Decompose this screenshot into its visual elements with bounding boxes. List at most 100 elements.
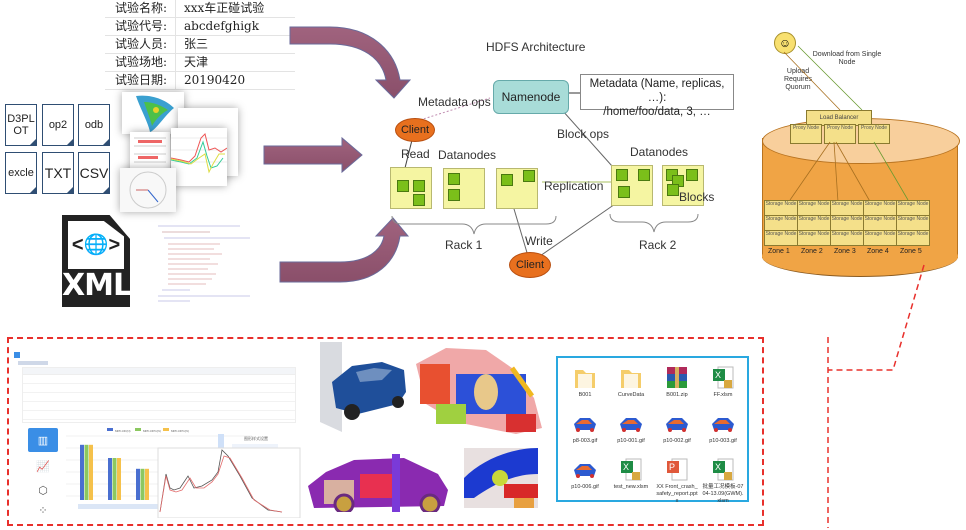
datanodes-left-label: Datanodes [438,148,497,162]
explorer-file-item[interactable]: p10-001.gif [610,410,652,445]
explorer-file-name: FF.xlsm [713,392,733,398]
crash-image-car-barrier [320,342,406,432]
file-format-icon: TXT [42,152,74,194]
gif-image-icon [572,410,598,436]
explorer-file-item[interactable]: p8-003.gif [564,410,606,445]
info-row: 试验场地:天津 [105,54,295,72]
info-value: xxx车正碰试验 [175,0,295,17]
file-format-icon: excle [5,152,37,194]
rack2-label: Rack 2 [639,238,677,252]
folder-icon [572,364,598,390]
bar [112,458,117,500]
scatter-chart-icon: ⁘ [38,504,48,517]
bar [140,468,145,500]
zone-label: Zone 2 [801,248,823,255]
explorer-file-name: p10-003.gif [709,438,737,444]
legend-label: MPF-DF(N) [115,429,131,433]
explorer-file-name: test_new.xlsm [613,484,649,490]
explorer-file-item[interactable]: B001 [564,364,606,399]
zone-label: Zone 1 [768,248,790,255]
sidebar-scatter-chart-button[interactable]: ⁘ [28,498,58,522]
datanode-5 [662,165,704,206]
curve-series-b [159,455,283,513]
storage-node: Storage Node [896,215,930,231]
contour-plot-thumbnail [122,92,184,134]
metadata-line1: Metadata (Name, replicas, …): [589,78,725,104]
explorer-file-name: p10-006.gif [571,484,599,490]
explorer-file-name: CurveData [617,392,645,398]
replication-label: Replication [544,179,604,193]
file-format-icon: odb [78,104,110,146]
legend-swatch [135,428,141,431]
proxy-node: Proxy Node [790,124,822,144]
explorer-file-name: p10-001.gif [617,438,645,444]
explorer-file-item[interactable]: B001.zip [656,364,698,399]
sidebar-line-chart-button[interactable]: 📈 [28,454,58,478]
namenode-box: Namenode [493,80,569,114]
svg-text:X: X [715,370,721,380]
bar [84,444,89,500]
explorer-file-item[interactable]: CurveData [610,364,652,399]
bar [117,458,121,500]
client-top: Client [395,118,435,142]
upload-label: Upload Requires Quorum [783,68,812,91]
datanode-2 [443,168,485,209]
zip-archive-icon [664,364,690,390]
metadata-line2: /home/foo/data, 3, … [603,106,711,118]
svg-text:P: P [669,462,675,472]
info-value: 20190420 [175,72,295,89]
explorer-file-name: B001 [578,392,592,398]
line-chart-icon: 📈 [36,460,50,473]
radar-chart-icon: ⬡ [38,484,48,497]
bar [108,458,112,500]
info-row: 试验名称:xxx车正碰试验 [105,0,295,18]
datanode-1 [390,167,432,209]
curve-chart-frame [157,447,301,518]
file-format-icon: op2 [42,104,74,146]
download-label: Download from Single Node [812,51,882,66]
legend-swatch [107,428,113,431]
explorer-file-item[interactable]: X FF.xlsm [702,364,744,399]
results-dashed-frame [7,337,764,526]
block-ops-label: Block ops [557,127,610,141]
chart-zoom-slider [78,504,198,509]
excel-file-icon: X [618,456,644,482]
info-key: 试验人员: [115,37,168,51]
info-value: 张三 [175,36,295,53]
dashboard-bar-chart: MPF-DF(N)MPF-DPC(N)MPF-DPC(N)图形样式设置 [66,428,301,518]
arrow-bottom [279,217,410,283]
zone-label: Zone 5 [900,248,922,255]
explorer-file-item[interactable]: p10-006.gif [564,456,606,491]
explorer-file-name: 批量工况模板-0704-13.09(GWM).xlsm [702,484,744,504]
explorer-file-item[interactable]: p10-002.gif [656,410,698,445]
explorer-file-item[interactable]: X 批量工况模板-0704-13.09(GWM).xlsm [702,456,744,505]
bar [80,444,84,500]
read-label: Read [401,147,430,161]
explorer-file-item[interactable]: p10-003.gif [702,410,744,445]
gif-image-icon [710,410,736,436]
proxy-node: Proxy Node [824,124,856,144]
info-row: 试验人员: 张三 [105,36,295,54]
curve-series-a [159,449,283,513]
client-bottom: Client [509,252,551,278]
crash-image-detail [464,448,538,508]
datanode-4 [611,165,653,206]
sidebar-bar-chart-button[interactable]: ▥ [28,428,58,452]
settings-title: 图形样式设置 [244,435,268,441]
explorer-file-name: B001.zip [666,392,688,398]
legend-label: MPF-DPC(N) [171,429,189,433]
svg-text:X: X [715,462,721,472]
bar-chart-icon: ▥ [37,434,49,447]
powerpoint-file-icon: P [664,456,690,482]
excel-file-icon: X [710,364,736,390]
zone-label: Zone 4 [867,248,889,255]
explorer-file-name: p8-003.gif [572,438,598,444]
legend-swatch [163,428,169,431]
